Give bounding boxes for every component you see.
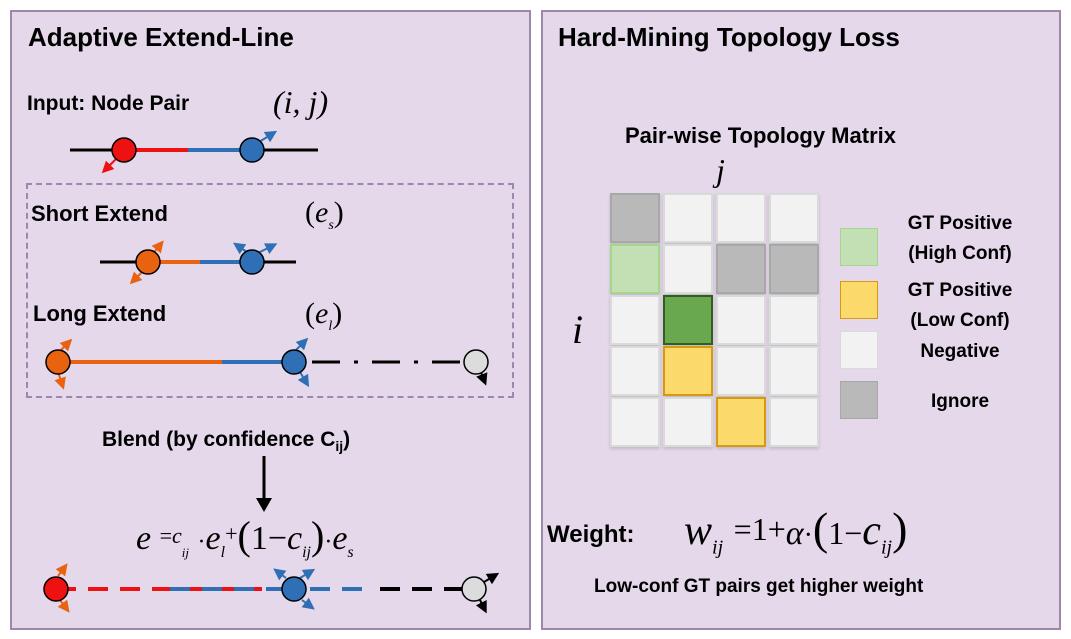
matrix-cell (716, 397, 766, 447)
short-extend-line (100, 240, 296, 285)
matrix-cell (663, 397, 713, 447)
matrix-col-axis: j (716, 152, 725, 188)
matrix-cell (663, 244, 713, 294)
matrix-row-axis: i (572, 307, 584, 352)
topology-matrix (610, 193, 820, 451)
extend-options-box (26, 183, 514, 398)
right-panel-title: Hard-Mining Topology Loss (558, 22, 900, 52)
legend-label: Ignore (930, 391, 990, 412)
legend-label: Negative (920, 341, 1000, 362)
long-extend-math: (el) (305, 297, 343, 334)
long-extend-line (45, 337, 489, 390)
blended-extend-line (43, 563, 500, 614)
matrix-cell (663, 346, 713, 396)
matrix-cell (663, 295, 713, 345)
matrix-cell (610, 295, 660, 345)
short-extend-math: (es) (305, 196, 344, 233)
matrix-cell (769, 244, 819, 294)
matrix-cell (716, 346, 766, 396)
short-extend-label: Short Extend (31, 201, 168, 226)
matrix-cell (769, 346, 819, 396)
legend-swatch-negative (840, 331, 878, 369)
blend-label: Blend (by confidence Cij) (102, 428, 351, 455)
legend-swatch-ignore (840, 381, 878, 419)
weight-label: Weight: (547, 521, 635, 548)
matrix-cell (610, 397, 660, 447)
long-extend-label: Long Extend (33, 301, 167, 326)
matrix-cell (610, 193, 660, 243)
node-i (111, 137, 137, 163)
matrix-cell (610, 244, 660, 294)
matrix-cell (610, 346, 660, 396)
legend-swatch-pos-high (840, 228, 878, 266)
matrix-title: Pair-wise Topology Matrix (625, 123, 896, 148)
blend-formula: e =cij ·el+(1−cij)·es (136, 513, 354, 561)
matrix-cell (716, 295, 766, 345)
input-node-pair-line (70, 130, 318, 174)
left-panel-title: Adaptive Extend-Line (28, 22, 294, 52)
legend-label: GT Positive(Low Conf) (907, 280, 1013, 331)
input-label: Input: Node Pair (27, 92, 190, 115)
matrix-cell (716, 193, 766, 243)
matrix-cell (769, 397, 819, 447)
adaptive-extend-line-panel (10, 10, 531, 630)
legend-swatch-pos-low (840, 281, 878, 319)
legend-label: GT Positive(High Conf) (907, 213, 1013, 264)
matrix-cell (769, 193, 819, 243)
weight-caption: Low-conf GT pairs get higher weight (594, 576, 924, 597)
input-math: (i, j) (273, 84, 329, 120)
matrix-cell (663, 193, 713, 243)
matrix-cell (716, 244, 766, 294)
node-j (239, 137, 265, 163)
weight-formula: wij =1+α·(1−cij) (684, 503, 908, 559)
matrix-cell (769, 295, 819, 345)
